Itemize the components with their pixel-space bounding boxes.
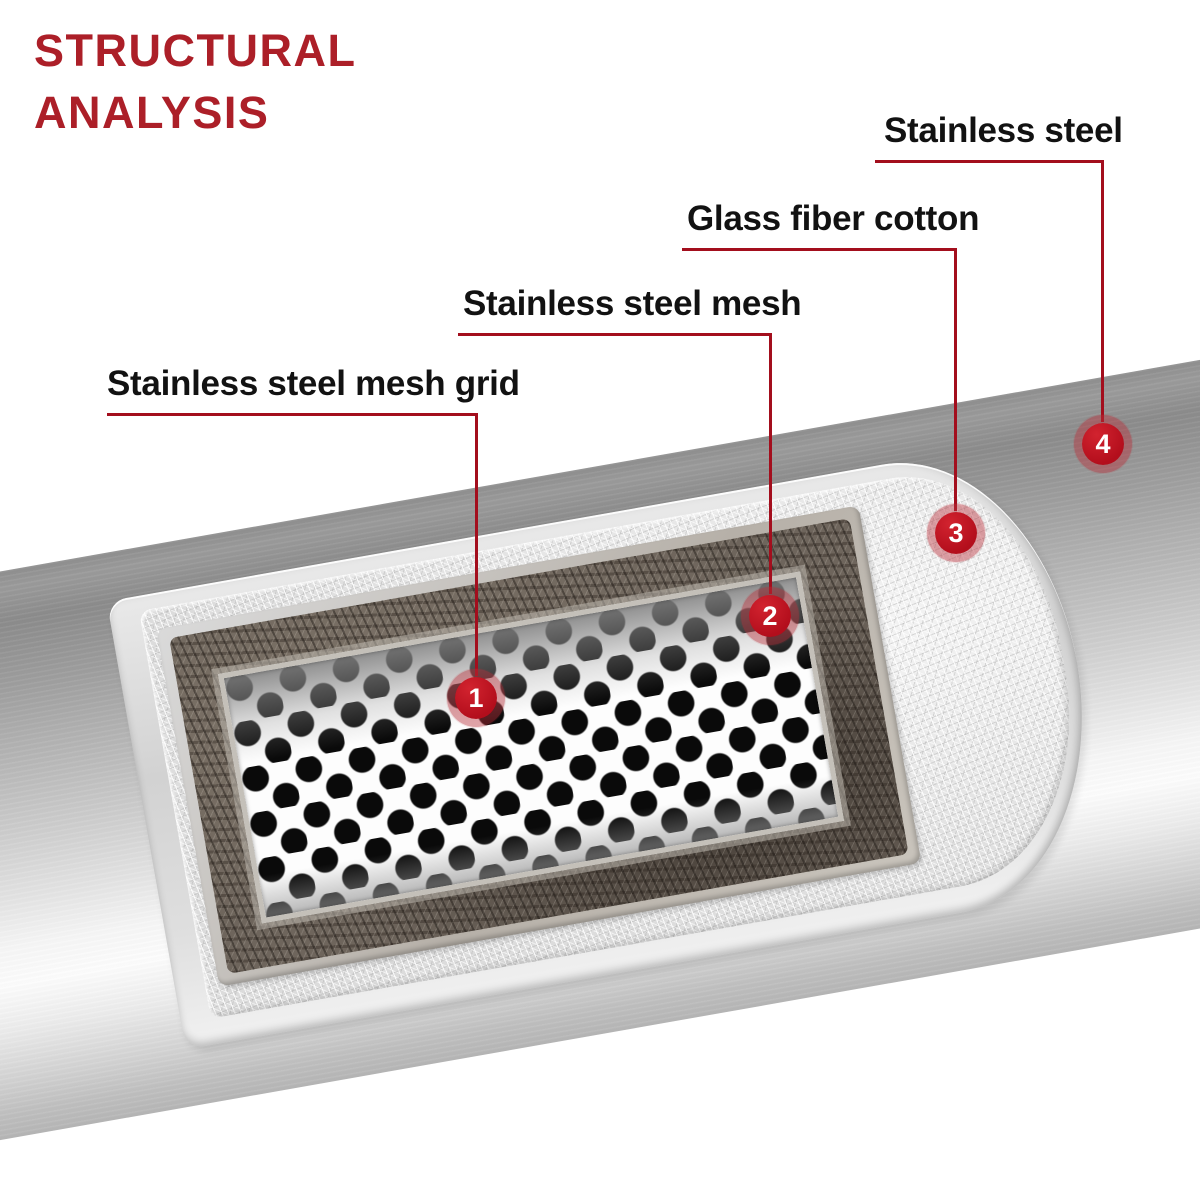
leader-line-2-horizontal (458, 333, 772, 336)
diagram-title: STRUCTURAL ANALYSIS (34, 20, 356, 144)
callout-marker-4-number: 4 (1095, 428, 1111, 459)
callout-marker-2: 2 (749, 595, 791, 637)
callout-marker-2-number: 2 (762, 600, 778, 631)
layer-label-stainless-steel: Stainless steel (884, 111, 1123, 150)
leader-line-1-horizontal (107, 413, 478, 416)
leader-line-4-vertical (1101, 160, 1104, 422)
callout-marker-1: 1 (455, 677, 497, 719)
inner-shell-edge (156, 505, 922, 987)
diagram-title-line-2: ANALYSIS (34, 87, 270, 139)
leader-line-2-vertical (769, 333, 772, 594)
leader-line-3-horizontal (682, 248, 957, 251)
callout-marker-4: 4 (1082, 423, 1124, 465)
callout-marker-3: 3 (935, 512, 977, 554)
leader-line-3-vertical (954, 248, 957, 511)
leader-line-4-horizontal (875, 160, 1104, 163)
layer-label-mesh: Stainless steel mesh (463, 284, 802, 323)
layer-label-mesh-grid: Stainless steel mesh grid (107, 364, 520, 403)
leader-line-1-vertical (475, 413, 478, 676)
layer-label-glass-fiber: Glass fiber cotton (687, 199, 980, 238)
callout-marker-1-number: 1 (468, 682, 484, 713)
exhaust-pipe-illustration (0, 326, 1200, 1174)
callout-marker-3-number: 3 (948, 517, 964, 548)
diagram-title-line-1: STRUCTURAL (34, 25, 357, 76)
